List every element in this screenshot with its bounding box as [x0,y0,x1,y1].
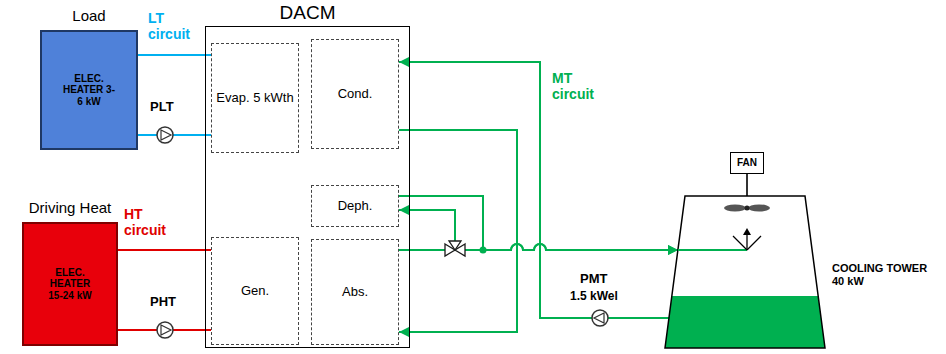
circuit-label: HT circuit [124,206,174,238]
pipe-connector [399,196,678,250]
node-text: Abs. [342,285,368,300]
pipe-connector [118,249,211,251]
component-box: Gen. [211,237,299,345]
component-box: Evap. 5 kWth [211,43,299,153]
pipe-connector [399,62,669,318]
pump-symbol [157,127,173,143]
three-way-valve [445,241,465,256]
fan-box: FAN [730,152,764,174]
pipe-connector [138,54,211,56]
node-text: Cond. [338,87,373,102]
machine-box: DACMEvap. 5 kWthCond.Deph.Gen.Abs. [205,26,410,348]
node-text: ELEC. HEATER 15-24 kW [43,267,97,302]
node-text: DACM [280,2,336,24]
tower-outline [665,196,825,348]
circuit-label: MT circuit [552,70,604,102]
node-text: Load [72,7,105,24]
pipe-connector [399,210,455,250]
pipe-connector [138,134,211,136]
component-box: Abs. [311,239,399,345]
pump-symbol [592,310,608,326]
node-text: Driving Heat [29,199,112,216]
pump-label: PLT [150,100,174,115]
component-box: Cond. [311,39,399,149]
heater-box: Driving HeatELEC. HEATER 15-24 kW [22,222,118,346]
node-text: Deph. [338,199,373,214]
node-text: ELEC. HEATER 3-6 kW [62,73,116,108]
pipe-connector [399,244,678,250]
node-text: Gen. [241,284,269,299]
circuit-label: LT circuit [148,10,198,42]
pipe-connector [399,130,517,332]
pump-label: PMT [580,272,607,287]
component-box: Deph. [311,185,399,227]
cooling-tower: COOLING TOWER 40 kW [665,196,825,348]
pump-label: 1.5 kWel [570,290,618,304]
node-text: Evap. 5 kWth [216,91,293,106]
node-text: FAN [737,157,757,169]
pump-label: PHT [150,295,176,310]
junction-dot [480,247,487,254]
heater-box: LoadELEC. HEATER 3-6 kW [40,30,138,150]
node-text: COOLING TOWER 40 kW [832,262,938,287]
pump-symbol [157,322,173,338]
